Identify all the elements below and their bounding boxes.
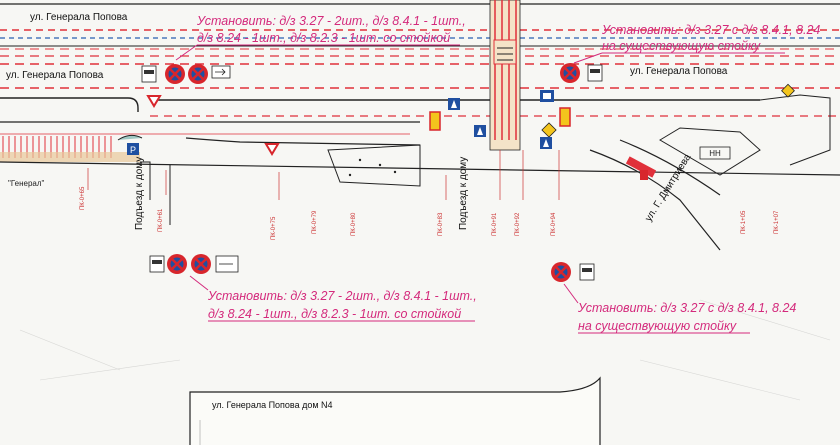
cross-street: НН (589, 94, 831, 251)
annotation-bottom-right: Установить: д/з 3.27 с д/з 8.4.1, 8.24 н… (563, 283, 796, 334)
svg-text:ПК-0+79: ПК-0+79 (312, 210, 318, 234)
svg-text:ПК-0+83: ПК-0+83 (438, 212, 444, 236)
annotation-line: на существующую стойку (602, 39, 761, 53)
svg-text:ПК-1+07: ПК-1+07 (774, 210, 780, 234)
svg-text:ПК-0+61: ПК-0+61 (158, 208, 164, 232)
annotation-line: на существующую стойку (578, 319, 737, 333)
svg-text:НН: НН (709, 149, 721, 158)
crosswalk-sign-icon (540, 90, 554, 102)
street-name-middle-left: ул. Генерала Попова (6, 70, 104, 81)
crosswalk-column (489, 0, 521, 151)
priority-road-sign-icon (541, 122, 557, 138)
svg-text:ПК-0+91: ПК-0+91 (492, 212, 498, 236)
upper-carriageway (0, 3, 840, 57)
annotation-line: д/з 8.24 - 1шт., д/з 8.2.3 - 1шт. со сто… (208, 307, 461, 321)
crosswalk-sign-icon (474, 125, 486, 137)
parking-sign-icon: P (127, 143, 139, 155)
annotation-line: Установить: д/з 3.27 с д/з 8.4.1, 8.24 (577, 301, 796, 315)
tow-truck-plate-icon (149, 255, 165, 273)
no-stopping-sign-icon (188, 64, 208, 84)
tow-truck-plate-icon (587, 64, 603, 82)
annotation-line: Установить: д/з 3.27 - 2шт., д/з 8.4.1 -… (207, 289, 477, 303)
direction-plate-icon (215, 255, 239, 273)
no-stopping-sign-icon (167, 254, 187, 274)
crosswalk-sign-icon (448, 98, 460, 110)
tow-truck-plate-icon (141, 65, 157, 83)
annotation-bottom-left: Установить: д/з 3.27 - 2шт., д/з 8.4.1 -… (189, 275, 477, 322)
svg-text:ПК-0+94: ПК-0+94 (551, 212, 557, 236)
give-way-sign-icon (146, 95, 162, 108)
left-building-label: "Генерал" (8, 179, 45, 188)
no-stopping-sign-icon (560, 63, 580, 83)
chainage-markers: ПК-0+65 ПК-0+61 ПК-0+75 ПК-0+79 ПК-0+80 … (80, 150, 780, 240)
direction-plate-icon (211, 65, 231, 79)
driveway-label-1: Подъезд к дому (134, 157, 145, 230)
annotation-line: Установить: д/з 3.27 с д/з 8.4.1, 8.24 (601, 23, 820, 37)
street-name-top: ул. Генерала Попова (30, 12, 128, 23)
priority-road-sign-icon (781, 83, 795, 98)
annotation-top-center: Установить: д/з 3.27 - 2шт., д/з 8.4.1 -… (175, 14, 466, 61)
annotation-line: д/з 8.24 - 1шт., д/з 8.2.3 - 1шт. со сто… (197, 31, 450, 45)
svg-text:ПК-0+75: ПК-0+75 (271, 216, 277, 240)
driveway-label-2: Подъезд к дому (458, 157, 469, 230)
annotation-line: Установить: д/з 3.27 - 2шт., д/з 8.4.1 -… (196, 14, 466, 28)
background-scan-lines (19, 299, 831, 401)
lower-road (0, 121, 840, 225)
no-stopping-sign-icon (165, 64, 185, 84)
no-stopping-sign-icon (551, 262, 571, 282)
tow-truck-plate-icon (579, 263, 595, 281)
svg-text:ПК-0+80: ПК-0+80 (351, 212, 357, 236)
building-block (189, 376, 601, 445)
crosswalk-markers (429, 107, 648, 180)
svg-text:P: P (130, 145, 136, 155)
crosswalk-sign-icon (540, 137, 552, 149)
give-way-sign-icon (264, 143, 280, 156)
traffic-island (327, 144, 421, 187)
svg-text:ПК-0+65: ПК-0+65 (80, 186, 86, 210)
street-name-middle-right: ул. Генерала Попова (630, 66, 728, 77)
annotation-top-right: Установить: д/з 3.27 с д/з 8.4.1, 8.24 н… (573, 23, 820, 64)
svg-text:ПК-1+05: ПК-1+05 (741, 210, 747, 234)
svg-text:ПК-0+92: ПК-0+92 (515, 212, 521, 236)
building-label: ул. Генерала Попова дом N4 (212, 400, 333, 410)
no-stopping-sign-icon (191, 254, 211, 274)
